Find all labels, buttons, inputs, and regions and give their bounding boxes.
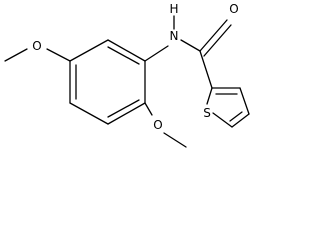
bond-n-carbonyl	[180, 39, 201, 52]
structure-diagram: O H N O S O	[4, 2, 250, 148]
bond-ring-o-bottom	[144, 102, 153, 116]
bond-ring-1	[69, 39, 109, 62]
amide-nitrogen: N	[170, 29, 179, 43]
bond-ring-5	[69, 102, 109, 125]
carbonyl-oxygen: O	[229, 2, 238, 16]
methoxy-bottom-oxygen: O	[153, 118, 162, 132]
thiophene-sulfur: S	[203, 106, 211, 120]
bond-o-methyl-bottom	[163, 132, 187, 148]
bond-o-ring-top	[46, 48, 71, 62]
bond-carbonyl-o-2	[203, 24, 232, 57]
bond-ring-double-a	[107, 46, 140, 65]
bond-methyl-o-top	[4, 48, 28, 62]
bond-thio-double-b	[229, 111, 243, 122]
bond-ring-double-b	[107, 99, 140, 118]
molecule-drawing: O H N O S O	[4, 2, 250, 148]
bond-ring-n	[144, 45, 169, 62]
bond-carbonyl-o-1	[199, 19, 228, 52]
bond-thio-s-c2	[206, 87, 213, 105]
methoxy-top-oxygen: O	[32, 39, 41, 53]
bond-thio-c5-s	[212, 112, 233, 128]
bond-thio-c4-c5	[231, 113, 250, 128]
bond-ring-2	[107, 39, 146, 62]
bond-ring-4	[107, 102, 146, 125]
bond-thio-c3-c4	[239, 87, 250, 115]
amide-hydrogen: H	[169, 2, 178, 16]
bond-carbonyl-thiophene	[199, 50, 213, 89]
